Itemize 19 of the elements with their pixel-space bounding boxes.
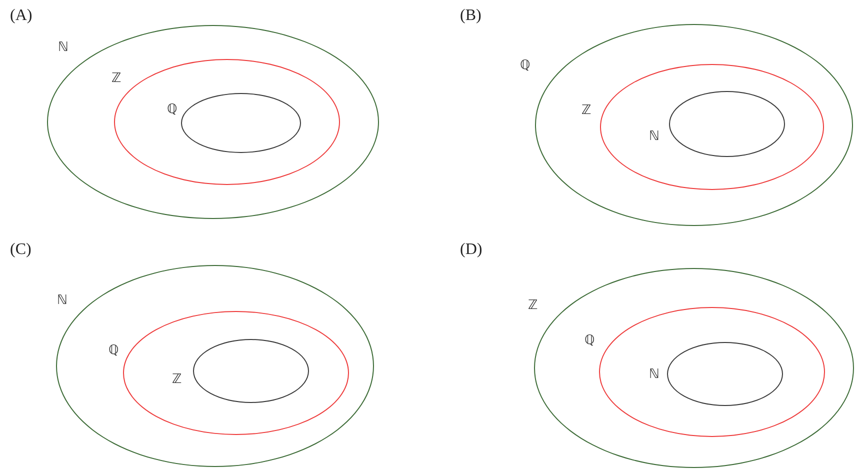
set-symbol: ℤ	[582, 104, 592, 116]
set-symbol: ℤ	[172, 373, 182, 386]
set-symbol: ℚ	[520, 59, 530, 72]
set-symbol: ℕ	[649, 130, 660, 143]
set-ellipse	[47, 25, 379, 219]
set-symbol: ℚ	[584, 334, 595, 346]
set-symbol: ℤ	[112, 72, 122, 84]
set-symbol: ℚ	[167, 103, 178, 116]
set-symbol: ℚ	[108, 344, 119, 356]
panel-label: (C)	[10, 242, 32, 258]
set-ellipse	[114, 58, 340, 184]
set-symbol: ℤ	[528, 299, 538, 312]
panel-label: (D)	[460, 242, 482, 258]
set-symbol: ℕ	[57, 294, 68, 307]
panel-label: (B)	[460, 8, 482, 24]
set-ellipse	[56, 265, 374, 467]
set-symbol: ℕ	[649, 368, 660, 381]
panel-label: (A)	[10, 8, 32, 24]
set-symbol: ℕ	[58, 41, 68, 54]
